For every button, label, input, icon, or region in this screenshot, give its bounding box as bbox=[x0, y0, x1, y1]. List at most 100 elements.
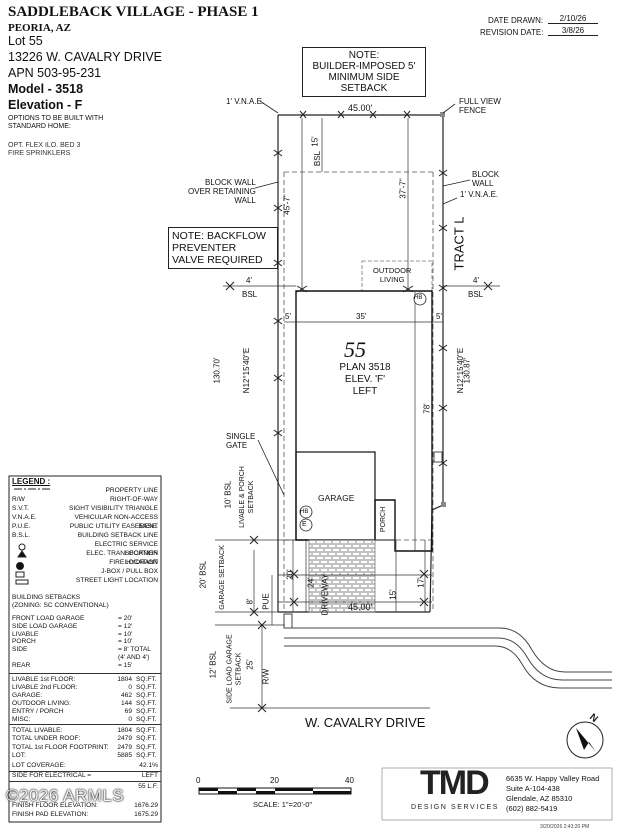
pue-label: PUE bbox=[261, 593, 271, 610]
left-five-dim: 5' bbox=[285, 312, 291, 321]
area-value: 69 bbox=[124, 707, 132, 715]
area-value: 462 bbox=[120, 691, 132, 699]
bottom-lot-width: 45.00' bbox=[348, 602, 373, 612]
area-label: LIVABLE 2nd FLOOR: bbox=[12, 683, 78, 691]
scale-tick-0: 0 bbox=[196, 776, 201, 785]
revision-date-label: REVISION DATE: bbox=[480, 28, 544, 37]
left-side-setback-dim: 4' bbox=[246, 276, 252, 285]
dim-20: 20' bbox=[285, 569, 295, 580]
street-curb bbox=[283, 613, 612, 689]
elevation-label: Elevation - F bbox=[8, 98, 83, 112]
setback-value: = 15' bbox=[118, 661, 133, 669]
electrical-side-value: LEFT bbox=[141, 772, 158, 779]
scale-tick-20: 20 bbox=[270, 776, 279, 785]
area-unit: SQ.FT. bbox=[136, 699, 157, 707]
finish-pad-label: FINISH PAD ELEVATION: bbox=[12, 811, 89, 818]
total-label: TOTAL LIVABLE: bbox=[12, 727, 63, 734]
garage-setback-label: GARAGE SETBACK bbox=[218, 545, 226, 610]
dim-15: 15' bbox=[388, 589, 398, 600]
setback-type: REAR bbox=[12, 661, 31, 669]
total-label: LOT: bbox=[12, 752, 26, 760]
setback-type: PORCH bbox=[12, 638, 36, 646]
lot-number: Lot 55 bbox=[8, 34, 43, 48]
top-lot-width: 45.00' bbox=[348, 103, 373, 113]
wall-length-value: 55 L.F. bbox=[138, 783, 158, 790]
dim-24: 24' bbox=[306, 577, 316, 588]
house-width-dim: 35' bbox=[356, 312, 367, 321]
area-label: LIVABLE 1st FLOOR: bbox=[12, 676, 76, 683]
scale-tick-40: 40 bbox=[345, 776, 354, 785]
vnae-right-label: 1' V.N.A.E. bbox=[460, 190, 499, 199]
scale-bar bbox=[198, 787, 352, 795]
right-bsl-label: BSL bbox=[468, 290, 484, 299]
rear-bsl-label: BSL bbox=[313, 150, 323, 167]
hose-bib-front-symbol bbox=[299, 505, 313, 519]
legend-abbrev: B.S.L. bbox=[12, 532, 30, 539]
project-city: PEORIA, AZ bbox=[8, 22, 71, 34]
area-value: 0 bbox=[128, 683, 132, 691]
dim-17: 17' bbox=[416, 577, 426, 588]
leader-arrows bbox=[254, 100, 471, 496]
rear-setback-dim: 15' bbox=[310, 136, 320, 147]
hb-front-label: HB bbox=[300, 509, 309, 515]
twelve-bsl-label: 12' BSL bbox=[208, 650, 218, 679]
legend-title: LEGEND : bbox=[12, 477, 51, 486]
total-value: 1804 bbox=[117, 727, 132, 734]
date-drawn-value: 2/10/26 bbox=[548, 14, 598, 24]
driveway-pavers bbox=[308, 539, 376, 613]
company-subtitle: DESIGN SERVICES bbox=[411, 804, 500, 811]
total-unit: SQ.FT. bbox=[136, 752, 157, 760]
total-value: 2479 bbox=[117, 743, 132, 751]
right-five-dim: 5' bbox=[436, 312, 442, 321]
model-number: Model - 3518 bbox=[8, 82, 84, 96]
coverage-label: LOT COVERAGE: bbox=[12, 762, 66, 769]
finish-floor-value: 1676.29 bbox=[134, 802, 158, 809]
watermark: ©2026 ARMLS bbox=[6, 786, 125, 805]
setback-note: NOTE:BUILDER-IMPOSED 5'MINIMUM SIDE SETB… bbox=[302, 47, 426, 97]
area-unit: SQ.FT. bbox=[136, 683, 157, 691]
legend-description: BUILDING SETBACK LINE bbox=[77, 532, 158, 539]
wall-x-marks bbox=[273, 110, 448, 467]
legend-description: ELECTRIC SERVICE LOCATION bbox=[94, 541, 158, 557]
setback-type: LIVABLE bbox=[12, 630, 39, 638]
legend-abbrev: R/W bbox=[12, 496, 25, 503]
setback-value: = 10' bbox=[118, 630, 133, 638]
dim-8: 8' bbox=[245, 598, 255, 605]
street-name: W. CAVALRY DRIVE bbox=[305, 715, 426, 730]
dim-25: 25' bbox=[245, 659, 255, 670]
house-footprint bbox=[295, 290, 433, 552]
driveway-label: DRIVEWAY bbox=[320, 573, 330, 616]
setback-value: = 20' bbox=[118, 615, 133, 622]
total-label: TOTAL UNDER ROOF: bbox=[12, 735, 81, 743]
right-length: 130.87' bbox=[462, 357, 472, 384]
total-unit: SQ.FT. bbox=[136, 743, 157, 751]
rw-label: R/W bbox=[261, 668, 271, 685]
area-label: MISC: bbox=[12, 715, 31, 723]
left-bearing: N12°15'40"E bbox=[242, 347, 252, 394]
legend-symbols bbox=[14, 488, 52, 585]
area-label: GARAGE: bbox=[12, 691, 43, 699]
area-unit: SQ.FT. bbox=[136, 691, 157, 699]
area-unit: SQ.FT. bbox=[136, 715, 157, 723]
left-depth-dim: 45'-7" bbox=[282, 194, 292, 215]
legend-abbrev: V.N.A.E. bbox=[12, 514, 37, 521]
legend-description: RIGHT-OF-WAY bbox=[110, 496, 158, 503]
electrical-side-label: SIDE FOR ELECTRICAL = bbox=[12, 772, 92, 779]
lot-apn: APN 503-95-231 bbox=[8, 66, 102, 80]
setback-value: (4' AND 4') bbox=[118, 654, 150, 661]
company-frame bbox=[381, 767, 613, 821]
twenty-bsl-label: 20' BSL bbox=[198, 560, 208, 589]
total-label: TOTAL 1st FLOOR FOOTPRINT: bbox=[12, 743, 109, 751]
legend-description: J-BOX / PULL BOX bbox=[101, 568, 158, 575]
porch-label: PORCH bbox=[380, 506, 388, 533]
legend-description: STREET LIGHT LOCATION bbox=[75, 577, 158, 584]
electrical-panel-symbol bbox=[433, 451, 443, 463]
left-bsl-label: BSL bbox=[242, 290, 258, 299]
legend-description: SIGHT VISIBILITY TRIANGLE bbox=[68, 505, 158, 512]
legend-description: PUBLIC UTILITY EASEMENT bbox=[69, 523, 158, 530]
electric-e-label: E bbox=[302, 521, 307, 528]
